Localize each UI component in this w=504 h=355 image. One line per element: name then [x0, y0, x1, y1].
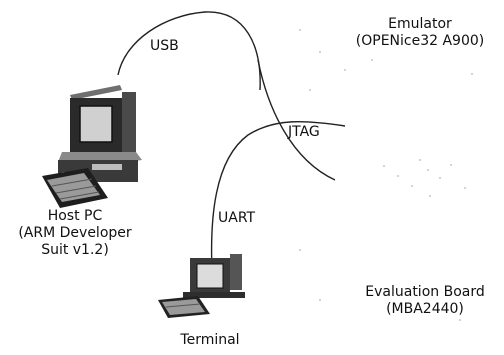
- usb-cable: [117, 11, 261, 91]
- terminal-label: Terminal: [180, 332, 240, 348]
- evaluation-board-label: Evaluation Board (MBA2440): [350, 284, 500, 318]
- host-pc-label: Host PC (ARM Developer Suit v1.2): [10, 208, 140, 259]
- uart-label: UART: [218, 210, 256, 226]
- host-pc-name: Host PC: [47, 208, 103, 224]
- scan-noise-dots: [299, 29, 473, 321]
- terminal-icon: [158, 254, 245, 318]
- emulator-detail: (OPENice32 A900): [355, 33, 485, 49]
- usb-label: USB: [150, 38, 179, 54]
- emulator-label: Emulator (OPENice32 A900): [340, 16, 500, 50]
- uart-cable: [210, 121, 346, 271]
- evaluation-board-detail: (MBA2440): [386, 301, 464, 317]
- host-pc-icon: [42, 85, 142, 208]
- host-pc-detail-1: (ARM Developer: [18, 225, 132, 241]
- host-pc-detail-2: Suit v1.2): [41, 242, 109, 258]
- jtag-label: JTAG: [288, 124, 320, 140]
- emulator-name: Emulator: [388, 16, 452, 32]
- jtag-cable: [257, 59, 336, 181]
- evaluation-board-name: Evaluation Board: [365, 284, 485, 300]
